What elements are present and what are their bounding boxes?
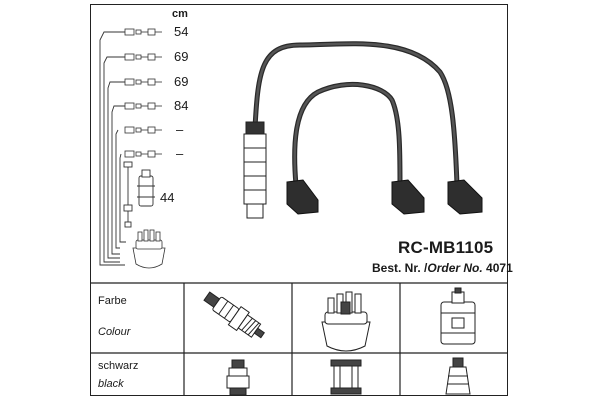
wire-6-symbol (124, 150, 162, 158)
wire-2-symbol (124, 53, 162, 61)
product-code: RC-MB1105 (398, 238, 494, 257)
wire-1-symbol (124, 28, 162, 36)
colour-value-de: schwarz (98, 360, 139, 372)
coil-length: 44 (160, 190, 175, 205)
order-label-en: Order No. (427, 261, 483, 275)
distributor-cap-icon (321, 291, 371, 352)
plug-connector-icon (226, 359, 250, 396)
length-1: 54 (174, 24, 189, 39)
length-4: 84 (174, 98, 189, 113)
order-label-de: Best. Nr. (372, 261, 421, 275)
table-grid (90, 282, 508, 396)
order-number-line: Best. Nr. /Order No. 4071 (372, 261, 513, 275)
distributor-cap-small (132, 229, 166, 269)
wire-3-symbol (124, 78, 162, 86)
ignition-coil-icon (440, 287, 476, 345)
length-3: 69 (174, 74, 189, 89)
wire-schematic (99, 31, 126, 266)
order-number: 4071 (486, 261, 513, 275)
colour-label-de: Farbe (98, 295, 127, 307)
unit-label: cm (172, 8, 188, 20)
diagram-frame (90, 4, 508, 396)
coil-connector-icon (445, 357, 471, 395)
cable-illustration (252, 41, 460, 188)
length-5: – (176, 122, 184, 137)
length-6: – (176, 146, 184, 161)
plug-boots (286, 179, 483, 215)
wire-5-symbol (124, 126, 162, 134)
coil-schematic (123, 161, 155, 228)
length-2: 69 (174, 49, 189, 64)
distributor-connector-icon (330, 359, 362, 395)
wire-4-symbol (124, 102, 162, 110)
colour-label-en: Colour (98, 326, 131, 338)
spark-plug-icon (203, 291, 265, 339)
colour-value-en: black (98, 378, 124, 390)
distributor-connector-main (243, 121, 267, 219)
wire-symbols (124, 28, 162, 158)
